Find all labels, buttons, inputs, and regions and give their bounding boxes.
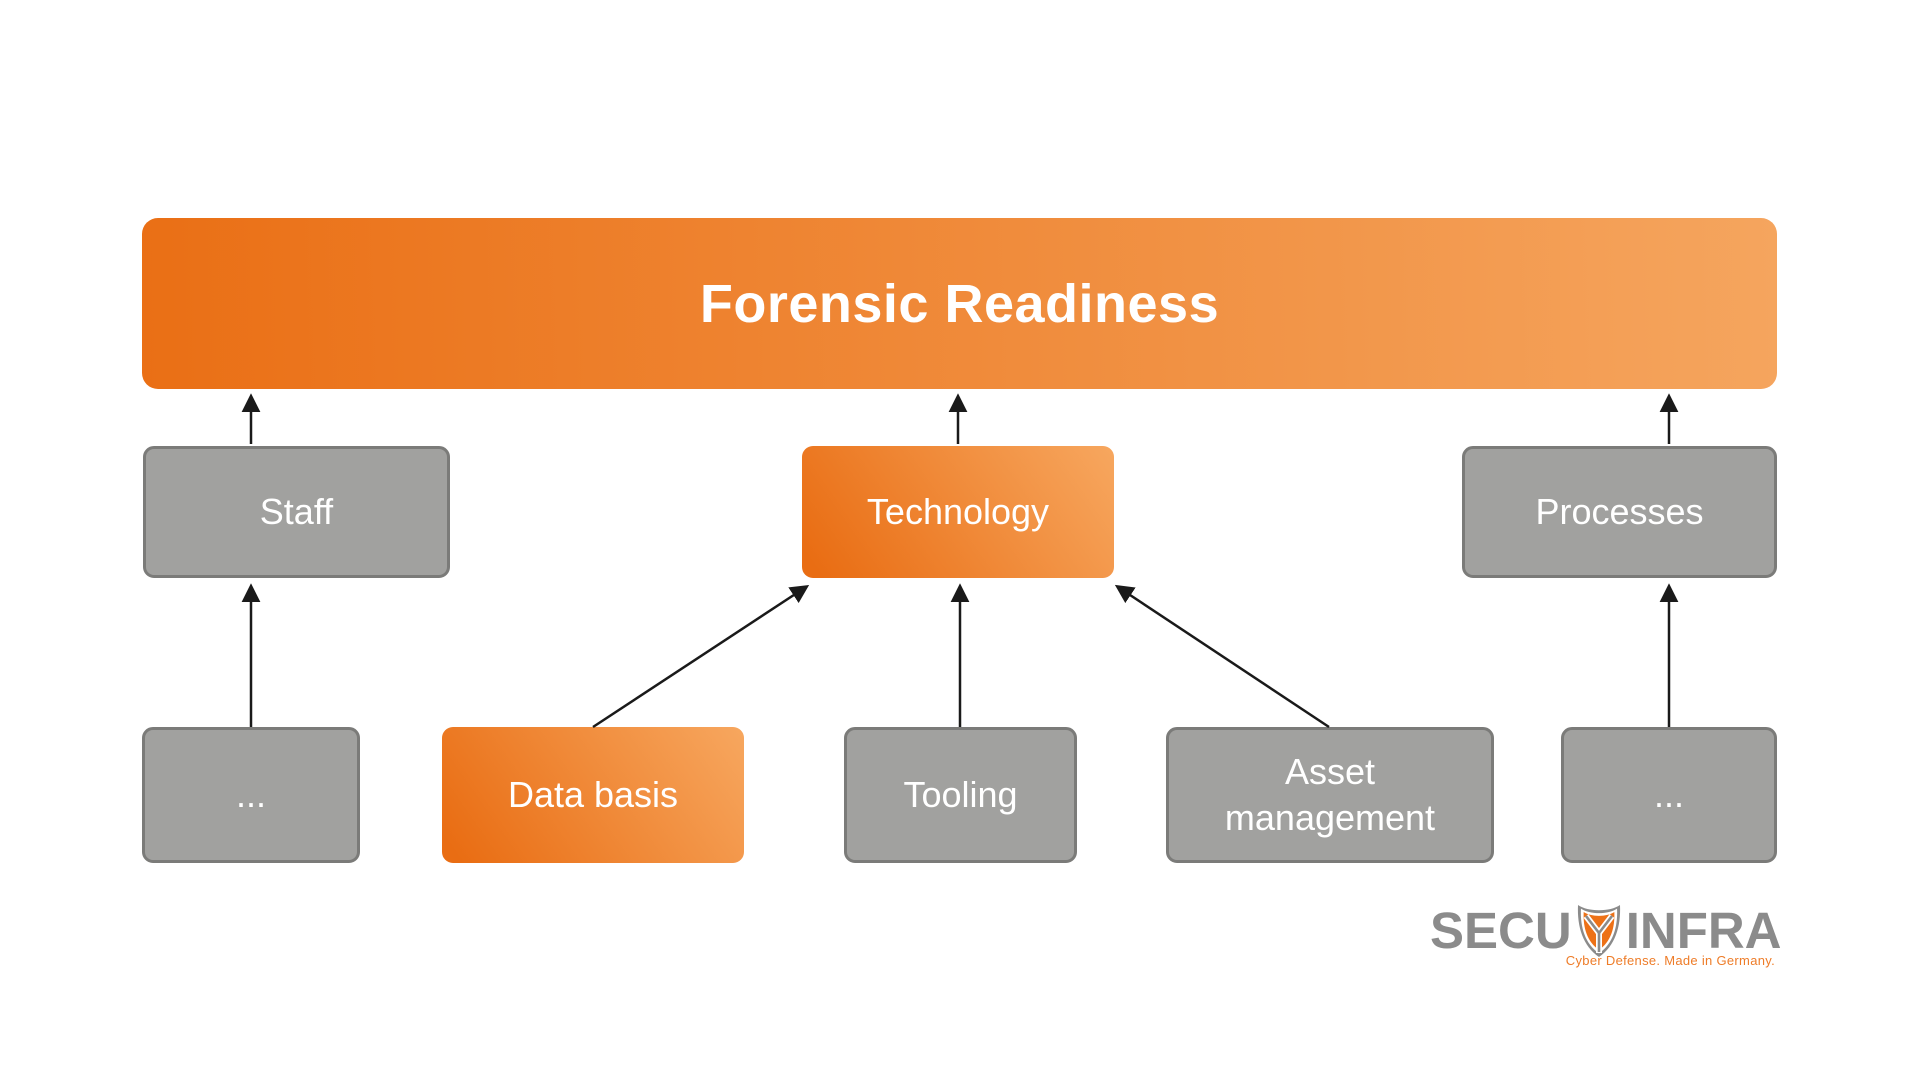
node-label-processes: Processes [1535,490,1704,532]
node-processes-more: ... [1561,727,1777,863]
secuinfra-logo: SECU INFRA [1430,901,1782,959]
shield-icon [1577,904,1620,957]
logo-word-infra: INFRA [1625,901,1782,959]
node-staff-more: ... [142,727,360,863]
arrow-asset-mgmt-to-technology [1114,584,1330,729]
node-label-asset-management: Asset management [1224,750,1436,838]
logo-word-secu: SECU [1430,901,1572,959]
node-processes: Processes [1462,446,1777,578]
node-label-staff: Staff [259,490,334,532]
node-forensic-readiness: Forensic Readiness [142,218,1777,389]
node-technology: Technology [802,446,1114,578]
node-label-tooling: Tooling [903,773,1018,815]
node-data-basis: Data basis [442,727,744,863]
node-label-technology: Technology [866,490,1050,532]
arrow-data-basis-to-technology [592,584,810,729]
node-asset-management: Asset management [1166,727,1494,863]
node-label-processes-more: ... [1653,773,1684,815]
node-label-staff-more: ... [235,773,266,815]
node-label-forensic-readiness: Forensic Readiness [699,273,1220,334]
node-tooling: Tooling [844,727,1077,863]
node-label-data-basis: Data basis [507,773,679,815]
logo-tagline: Cyber Defense. Made in Germany. [1565,953,1775,968]
node-staff: Staff [143,446,450,578]
